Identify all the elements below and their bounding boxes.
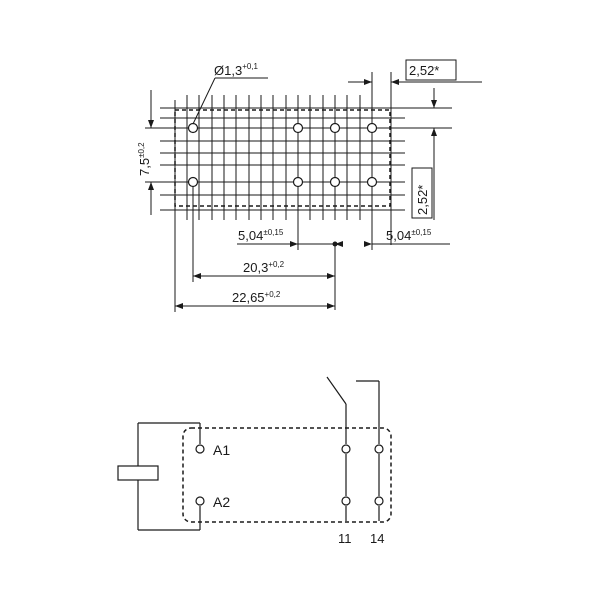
hole-bottom-3	[366, 176, 378, 188]
terminal-a1	[195, 444, 205, 454]
svg-text:5,04±0,15: 5,04±0,15	[238, 228, 284, 243]
span-inner-tolerance: +0,2	[268, 260, 284, 269]
terminal-14-label: 14	[370, 531, 384, 546]
hole-top-1	[292, 122, 304, 134]
grid-pitch-horizontal-dimension: 2,52*	[348, 59, 482, 85]
svg-text:20,3+0,2: 20,3+0,2	[243, 260, 285, 275]
terminal-11	[341, 496, 351, 506]
switch-contact	[326, 376, 380, 521]
row-spacing-dimension: 7,5±0,2	[137, 90, 160, 215]
pin-pitch-right-tolerance: ±0,15	[411, 228, 432, 237]
pin-pitch-left-value: 5,04	[238, 228, 263, 243]
pin-pitch-right-dimension: 5,04±0,15	[364, 187, 450, 250]
hole-diameter-callout: Ø1,3+0,1	[192, 62, 268, 125]
svg-text:7,5±0,2: 7,5±0,2	[137, 142, 152, 176]
pcb-holes	[187, 122, 378, 188]
hole-bottom-2	[329, 176, 341, 188]
svg-text:Ø1,3+0,1: Ø1,3+0,1	[214, 62, 259, 78]
grid-pitch-horizontal-value: 2,52*	[409, 63, 439, 78]
hole-a2	[187, 176, 199, 188]
svg-text:22,65+0,2: 22,65+0,2	[232, 290, 281, 305]
pcb-hole-layout: Ø1,3+0,1 2,52* 2,52* 7	[137, 59, 482, 312]
grid-horizontal-lines	[160, 107, 452, 211]
grid-pitch-vertical-value: 2,52*	[415, 185, 430, 215]
wiring-schematic: A1 A2 11 14	[117, 376, 392, 546]
span-inner-value: 20,3	[243, 260, 268, 275]
pin-pitch-right-value: 5,04	[386, 228, 411, 243]
svg-text:5,04±0,15: 5,04±0,15	[386, 228, 432, 243]
hole-a1	[187, 122, 199, 134]
span-outer-value: 22,65	[232, 290, 265, 305]
hole-top-3	[366, 122, 378, 134]
hole-diameter-value: Ø1,3	[214, 63, 242, 78]
hole-diameter-tolerance: +0,1	[242, 62, 258, 71]
grid-pitch-vertical-dimension: 2,52*	[411, 88, 437, 220]
span-outer-dimension: 22,65+0,2	[174, 218, 335, 312]
terminal-11-label: 11	[338, 531, 352, 546]
terminal-a2	[195, 496, 205, 506]
pin-pitch-left-tolerance: ±0,15	[263, 228, 284, 237]
hole-bottom-1	[292, 176, 304, 188]
span-outer-tolerance: +0,2	[265, 290, 281, 299]
terminal-14	[374, 496, 384, 506]
terminal-a2-label: A2	[213, 494, 230, 510]
coil-symbol	[117, 422, 201, 531]
hole-top-2	[329, 122, 341, 134]
pin-pitch-left-dimension: 5,04±0,15	[237, 187, 343, 250]
span-inner-dimension: 20,3+0,2	[192, 187, 336, 310]
grid-vertical-lines	[174, 72, 392, 245]
contact-top-left	[341, 444, 351, 454]
row-spacing-value: 7,5	[137, 158, 152, 176]
contact-top-right	[374, 444, 384, 454]
relay-footprint-outline	[174, 109, 391, 207]
row-spacing-tolerance: ±0,2	[137, 142, 146, 158]
terminal-a1-label: A1	[213, 442, 230, 458]
